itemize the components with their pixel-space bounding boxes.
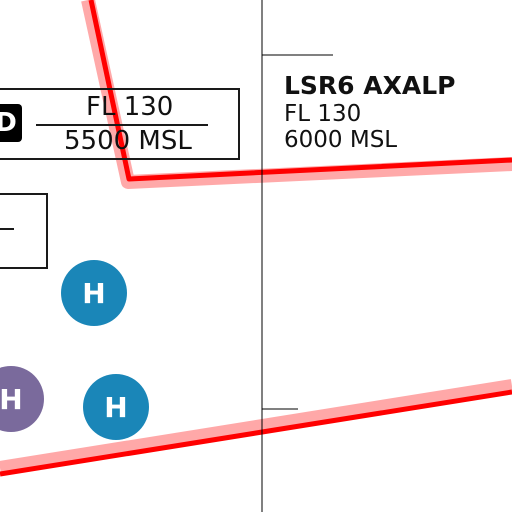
heliport-symbol: H xyxy=(104,390,128,424)
restricted-area-boundary xyxy=(88,0,512,182)
heliport-symbol: H xyxy=(0,382,23,416)
restricted-area-halo-lower xyxy=(0,379,512,475)
airspace-class-letter: D xyxy=(0,108,17,138)
airspace-right-upper-limit: FL 130 xyxy=(284,101,362,127)
heliport-symbol: H xyxy=(82,276,106,310)
airspace-right-lower-limit: 6000 MSL xyxy=(284,127,398,153)
restricted-area-boundary-lower xyxy=(0,389,512,477)
heliport-icon[interactable]: H xyxy=(83,374,149,440)
airspace-left-lower-limit: 5500 MSL xyxy=(64,126,192,156)
airspace-left-upper-limit: FL 130 xyxy=(86,92,174,122)
airspace-label-box-left xyxy=(0,88,240,160)
airspace-label-box-partial xyxy=(0,193,48,269)
heliport-icon[interactable]: H xyxy=(61,260,127,326)
airspace-class-badge: D xyxy=(0,104,22,142)
airspace-right-name: LSR6 AXALP xyxy=(284,71,456,100)
